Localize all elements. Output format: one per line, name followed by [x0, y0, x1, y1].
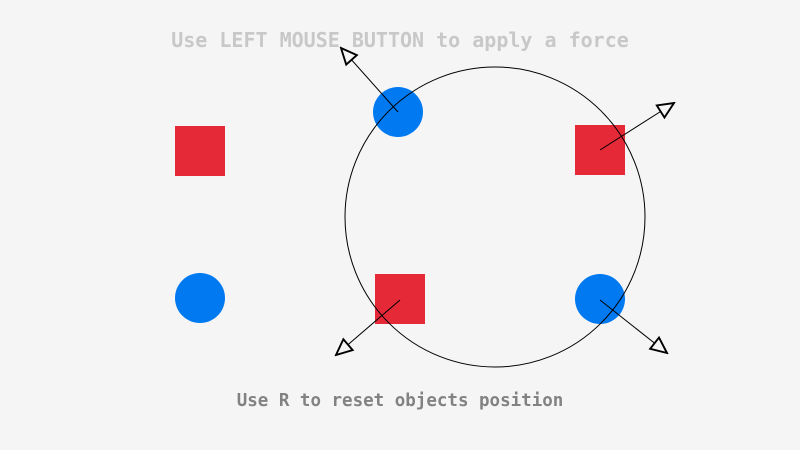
hint-reset-objects: Use R to reset objects position [236, 391, 564, 411]
physics-object-square[interactable] [175, 126, 225, 176]
force-arrow [336, 299, 401, 355]
physics-object-circle[interactable] [175, 273, 225, 323]
hint-apply-force: Use LEFT MOUSE BUTTON to apply a force [171, 28, 629, 52]
boundary-circle [344, 66, 646, 368]
force-arrow [599, 299, 667, 353]
physics-object-circle[interactable] [575, 274, 625, 324]
physics-object-square[interactable] [375, 274, 425, 324]
force-arrow [341, 48, 399, 113]
force-arrow [599, 103, 674, 151]
